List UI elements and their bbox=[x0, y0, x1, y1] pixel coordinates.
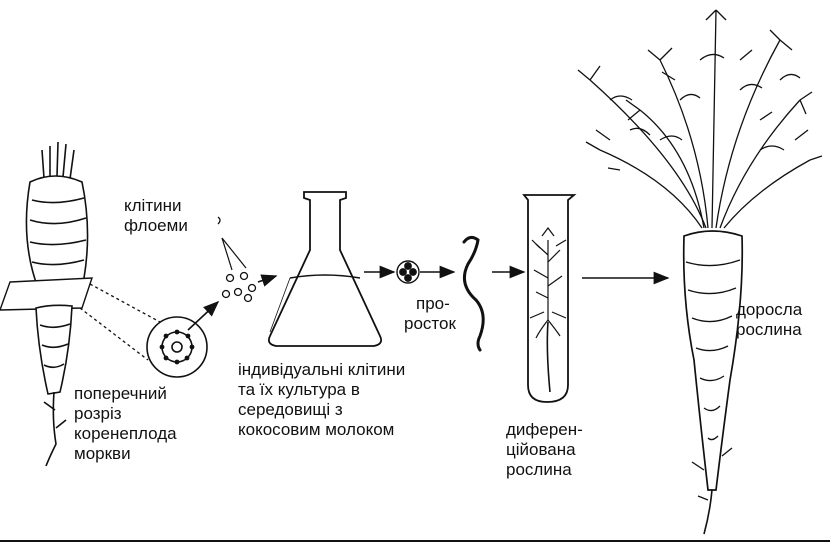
embryo-cluster bbox=[396, 260, 420, 284]
cutting-plane bbox=[0, 277, 93, 311]
cross-section-disc bbox=[146, 316, 208, 378]
section-projection-lines bbox=[79, 283, 161, 361]
differentiated-plantlet bbox=[529, 227, 567, 393]
adult-foliage bbox=[577, 9, 823, 229]
source-carrot-illustration bbox=[0, 141, 93, 467]
sprout-seedling bbox=[462, 235, 485, 352]
label-adult-plant: доросла рослина bbox=[736, 300, 803, 339]
arrow-section-to-cells bbox=[187, 300, 220, 331]
adult-carrot-root bbox=[682, 230, 744, 491]
carrot-lower-body bbox=[35, 304, 73, 395]
phloem-cells-cluster bbox=[217, 216, 257, 303]
label-differentiated-plant: диферен- ційована рослина bbox=[506, 420, 583, 479]
adult-carrot-plant bbox=[577, 9, 823, 535]
label-cross-section: поперечний розріз коренеплода моркви bbox=[74, 384, 177, 463]
arrow-cells-to-flask bbox=[257, 274, 278, 287]
phloem-pointer-lines bbox=[221, 237, 247, 271]
adult-root-tip bbox=[703, 489, 713, 535]
label-phloem-cells: клітини флоеми bbox=[124, 196, 188, 235]
test-tube bbox=[522, 194, 577, 403]
label-sprout: про- росток bbox=[404, 294, 456, 333]
carrot-body bbox=[25, 175, 89, 291]
carrot-root-tip bbox=[45, 391, 57, 467]
culture-flask bbox=[267, 191, 383, 347]
label-individual-cells: індивідуальні клітини та їх культура в с… bbox=[238, 360, 406, 439]
flask-liquid-surface bbox=[289, 274, 361, 279]
carrot-top-stems bbox=[41, 141, 75, 180]
